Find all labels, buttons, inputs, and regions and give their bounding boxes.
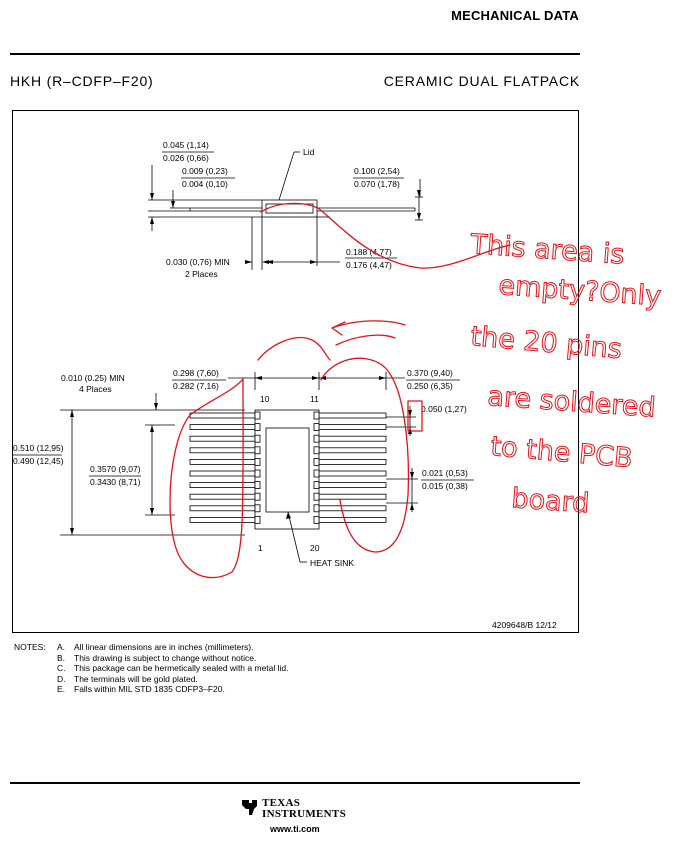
dim-min-gap-places: 4 Places	[79, 384, 112, 394]
lead-right	[318, 470, 387, 477]
dim-lid-height-max: 0.045 (1,14)	[163, 140, 209, 150]
pad-right	[313, 434, 320, 443]
lead-right	[318, 447, 387, 454]
lead-right	[318, 482, 387, 489]
pad-left	[254, 492, 261, 501]
dim-pin-extent-max: 0.3570 (9,07)	[90, 464, 141, 474]
dim-lead-span-min: 0.250 (6,35)	[407, 381, 453, 391]
lead-left	[189, 412, 256, 419]
lead-right	[318, 505, 387, 512]
label-lid: Lid	[303, 147, 315, 157]
dim-lead-span-max: 0.370 (9,40)	[407, 368, 453, 378]
pad-right	[313, 423, 320, 432]
annotation-line-2: empty?Only	[498, 270, 663, 312]
note-item: E.Falls within MIL STD 1835 CDFP3–F20.	[57, 684, 225, 695]
annotation-line-5: to the PCB	[489, 431, 633, 474]
label-heat-sink: HEAT SINK	[310, 558, 354, 568]
lead-right	[318, 517, 387, 523]
pin-label-1: 1	[258, 543, 263, 553]
pad-left	[254, 411, 261, 420]
lead-left	[189, 517, 256, 523]
footer-url[interactable]: www.ti.com	[270, 824, 320, 834]
pad-left	[254, 434, 261, 443]
lead-right	[318, 435, 387, 442]
pad-left	[254, 423, 261, 432]
brand-name-line-1: TEXAS	[262, 797, 301, 809]
lead-right	[318, 424, 387, 431]
lead-right	[318, 493, 387, 500]
pad-left	[254, 516, 261, 524]
dim-lid-height-min: 0.026 (0,66)	[163, 153, 209, 163]
annotation-line-1: This area is	[469, 229, 626, 271]
dim-width-min: 0.282 (7,16)	[173, 381, 219, 391]
dim-lead-offset-places: 2 Places	[185, 269, 218, 279]
dim-min-gap: 0.010 (0.25) MIN	[61, 373, 125, 383]
pad-right	[313, 504, 320, 513]
dim-length-max: 0.510 (12,95)	[13, 443, 64, 453]
section-title: MECHANICAL DATA	[451, 8, 579, 23]
pad-right	[313, 457, 320, 466]
package-type: CERAMIC DUAL FLATPACK	[383, 73, 580, 89]
pin-label-20: 20	[310, 543, 320, 553]
pad-right	[313, 469, 320, 478]
dim-lead-thick-min: 0.004 (0,10)	[182, 179, 228, 189]
dim-lead-width-max: 0.021 (0,53)	[422, 468, 468, 478]
header-rule	[10, 53, 580, 55]
pad-right	[313, 481, 320, 490]
note-item: C.This package can be hermetically seale…	[57, 663, 289, 674]
lead-left	[189, 447, 256, 454]
lead-left	[189, 505, 256, 512]
dim-pin-extent-min: 0.3430 (8,71)	[90, 477, 141, 487]
dim-lead-len-min: 0.070 (1,78)	[354, 179, 400, 189]
package-designator: HKH (R–CDFP–F20)	[10, 73, 154, 89]
pad-left	[254, 469, 261, 478]
pad-left	[254, 481, 261, 490]
dim-body-min: 0.176 (4,47)	[346, 260, 392, 270]
pad-left	[254, 446, 261, 455]
pad-right	[313, 516, 320, 524]
pad-left	[254, 457, 261, 466]
lead-left	[189, 435, 256, 442]
dim-lead-width-min: 0.015 (0,38)	[422, 481, 468, 491]
lead-left	[189, 458, 256, 465]
pad-right	[313, 411, 320, 420]
dim-lead-thick-max: 0.009 (0,23)	[182, 166, 228, 176]
annotation-line-3: the 20 pins	[469, 321, 623, 365]
drawing-frame	[12, 110, 579, 633]
lead-right	[318, 458, 387, 465]
pin-label-10: 10	[260, 394, 270, 404]
dim-length-min: 0.490 (12,45)	[13, 456, 64, 466]
annotation-line-6: board	[511, 483, 591, 519]
lead-left	[189, 424, 256, 431]
dim-width-max: 0.298 (7,60)	[173, 368, 219, 378]
annotation-line-4: are soldered	[487, 381, 657, 424]
notes-label: NOTES:	[14, 642, 46, 652]
lead-left	[189, 482, 256, 489]
lead-right	[318, 412, 387, 419]
note-item: D.The terminals will be gold plated.	[57, 673, 198, 684]
footer-rule	[10, 782, 580, 784]
pad-right	[313, 492, 320, 501]
note-item: B.This drawing is subject to change with…	[57, 652, 257, 663]
dim-body-max: 0.188 (4,77)	[346, 247, 392, 257]
dim-lead-offset: 0.030 (0,76) MIN	[166, 257, 230, 267]
ti-logo-icon	[242, 800, 257, 815]
pad-right	[313, 446, 320, 455]
pin-label-11: 11	[310, 394, 319, 404]
dim-lead-len-max: 0.100 (2,54)	[354, 166, 400, 176]
drawing-number: 4209648/B 12/12	[492, 620, 557, 630]
lead-left	[189, 470, 256, 477]
lead-left	[189, 493, 256, 500]
dim-pitch: 0.050 (1,27)	[421, 404, 467, 414]
pad-left	[254, 504, 261, 513]
brand-name-line-2: INSTRUMENTS	[262, 808, 346, 820]
note-item: A.All linear dimensions are in inches (m…	[57, 642, 254, 652]
notes-list: A.All linear dimensions are in inches (m…	[57, 642, 457, 695]
